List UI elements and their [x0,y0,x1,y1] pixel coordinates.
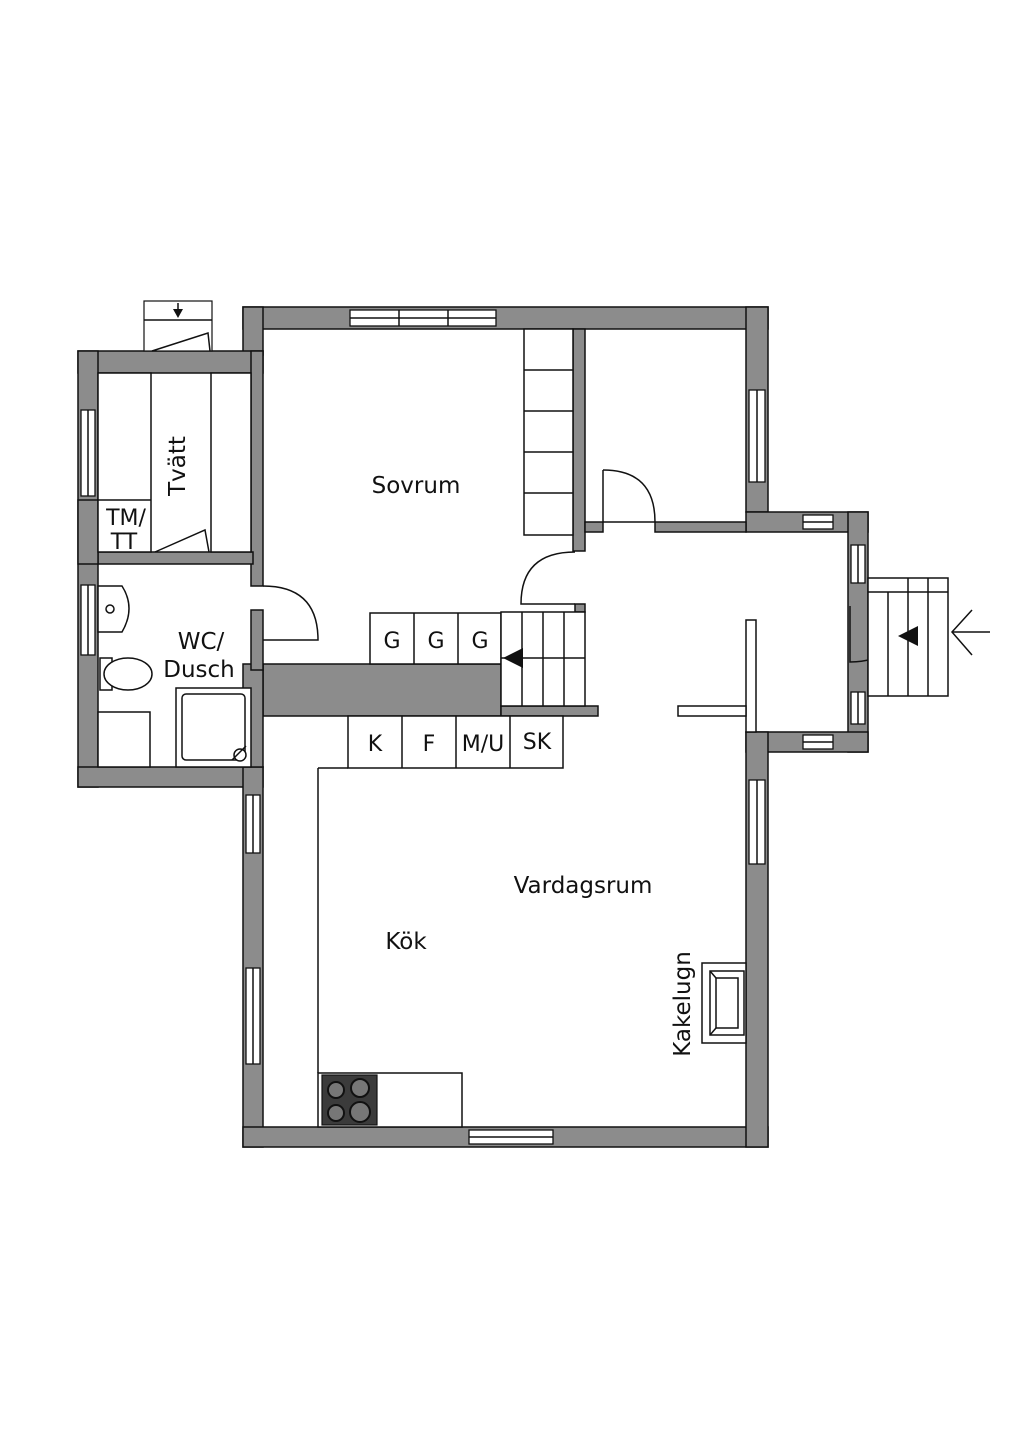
label-k: K [368,732,383,757]
tiled-stove [701,962,747,1044]
label-f: F [423,732,436,757]
entry-stairs [867,577,949,697]
label-vardagsrum: Vardagsrum [514,873,653,899]
label-g1: G [383,629,400,654]
room-labels: Tvätt Sovrum TM/ TT WC/ Dusch Vardagsrum… [105,436,696,1057]
entrance-arrow-icon [950,609,990,656]
kitchen-counter [317,767,463,1128]
laundry-fixtures [97,372,252,553]
annex-entrance [143,300,213,352]
kitchen-closets [347,715,564,769]
label-sk: SK [523,730,552,755]
label-kok: Kök [385,929,427,955]
windows [80,309,866,1145]
label-tm: TM/ [105,506,146,531]
label-dusch: Dusch [163,657,235,683]
label-kakelugn: Kakelugn [670,951,696,1057]
bathroom-fixtures [97,585,252,768]
wardrobes-g [369,612,502,665]
interior-stairs [500,611,586,707]
label-wc: WC/ [178,629,225,655]
label-tvatt: Tvätt [165,436,191,497]
bedroom-shelving [523,328,574,536]
label-sovrum: Sovrum [372,473,461,499]
label-mu: M/U [462,732,505,757]
closet-labels: G G G K F M/U SK [368,629,552,757]
label-g3: G [471,629,488,654]
label-tt: TT [110,530,138,555]
label-g2: G [427,629,444,654]
